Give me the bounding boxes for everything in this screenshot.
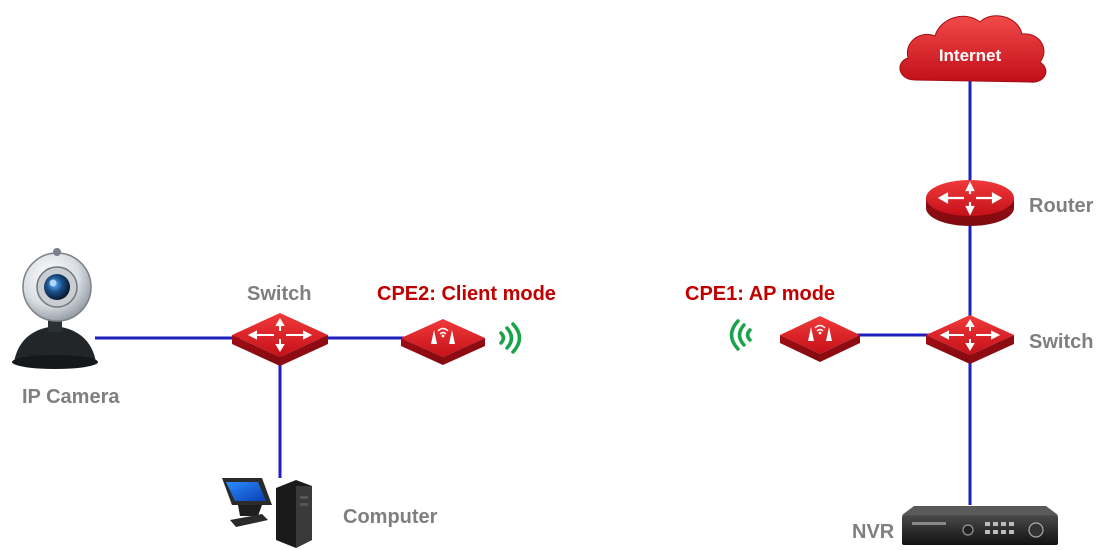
wifi-signal-icon [499,322,522,354]
cpe-icon [780,316,860,362]
computer [222,478,312,548]
internet-text: Internet [939,46,1002,65]
webcam-icon [12,248,98,369]
ip-camera [12,248,98,369]
wifi-signal-icon [729,319,752,351]
nvr [902,506,1058,545]
switch-right-label: Switch [1029,331,1094,353]
cpe2 [401,319,522,365]
switch-icon [232,313,328,366]
switch-left [232,313,328,366]
desktop-computer-icon [222,478,312,548]
router-label: Router [1029,195,1094,217]
router-icon [926,180,1014,226]
ip-camera-label: IP Camera [22,386,120,408]
switch-right [926,315,1014,364]
cpe2-label: CPE2: Client mode [377,283,556,305]
cpe1 [729,316,860,362]
switch-left-label: Switch [247,283,312,305]
computer-label: Computer [343,506,438,528]
cloud-icon [899,15,1047,83]
internet-cloud: Internet [899,15,1047,83]
nvr-icon [902,506,1058,545]
links [95,80,972,505]
router [926,180,1014,226]
cpe1-label: CPE1: AP mode [685,283,836,305]
switch-icon [926,315,1014,364]
cpe-icon [401,319,485,365]
nvr-label: NVR [852,521,895,543]
